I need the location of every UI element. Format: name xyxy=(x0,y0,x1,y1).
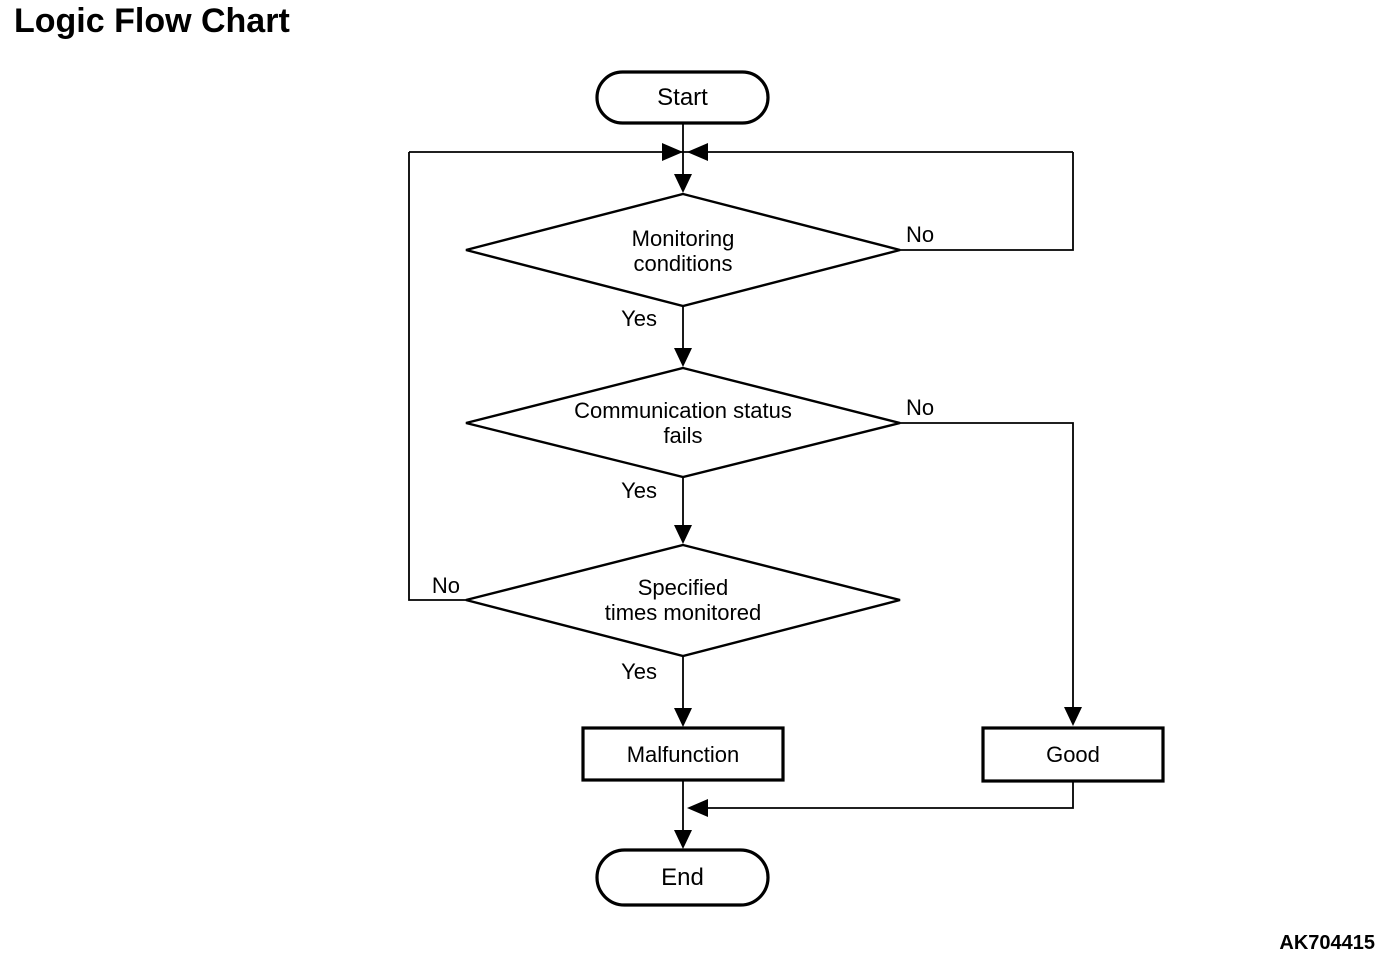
arrowhead-into-specified-icon xyxy=(674,525,692,544)
edge-specified-no-loop xyxy=(408,152,466,601)
edge-monitoring-no-loop xyxy=(900,152,1074,251)
arrowhead-into-malfunction-icon xyxy=(674,708,692,727)
decision-communication-shape xyxy=(465,366,901,479)
merge-arrowhead-from-left-icon xyxy=(662,143,683,161)
good-node-shape xyxy=(981,726,1165,783)
start-label: Start xyxy=(657,84,708,111)
branch-specified-no-label: No xyxy=(431,573,460,598)
arrowhead-good-return-icon xyxy=(687,799,708,817)
end-label: End xyxy=(661,864,704,891)
decision-monitoring-label: Monitoring conditions xyxy=(631,226,735,276)
end-node-shape xyxy=(595,848,770,907)
branch-monitoring-no-label: No xyxy=(906,222,935,247)
malfunction-node-shape xyxy=(581,726,785,782)
edge-communication-no xyxy=(900,422,1074,723)
arrowhead-into-communication-icon xyxy=(674,348,692,367)
good-label: Good xyxy=(1046,742,1100,767)
start-node-shape xyxy=(595,70,770,125)
arrowhead-into-monitoring-icon xyxy=(674,174,692,193)
arrowhead-into-good-icon xyxy=(1064,707,1082,726)
branch-communication-no-label: No xyxy=(906,395,935,420)
decision-specified-shape xyxy=(465,543,901,658)
branch-specified-yes-label: Yes xyxy=(621,659,657,684)
page-title: Logic Flow Chart xyxy=(14,2,290,40)
branch-monitoring-yes-label: Yes xyxy=(621,306,657,331)
decision-communication-label: Communication status fails xyxy=(574,398,792,448)
decision-monitoring-shape xyxy=(465,192,901,308)
malfunction-label: Malfunction xyxy=(626,741,740,767)
merge-arrowhead-from-right-icon xyxy=(687,143,708,161)
edge-good-to-end xyxy=(691,781,1074,809)
figure-code: AK704415 xyxy=(1279,932,1375,954)
decision-specified-label: Specified times monitored xyxy=(604,575,762,625)
branch-communication-yes-label: Yes xyxy=(621,478,657,503)
arrowhead-into-end-icon xyxy=(674,830,692,849)
